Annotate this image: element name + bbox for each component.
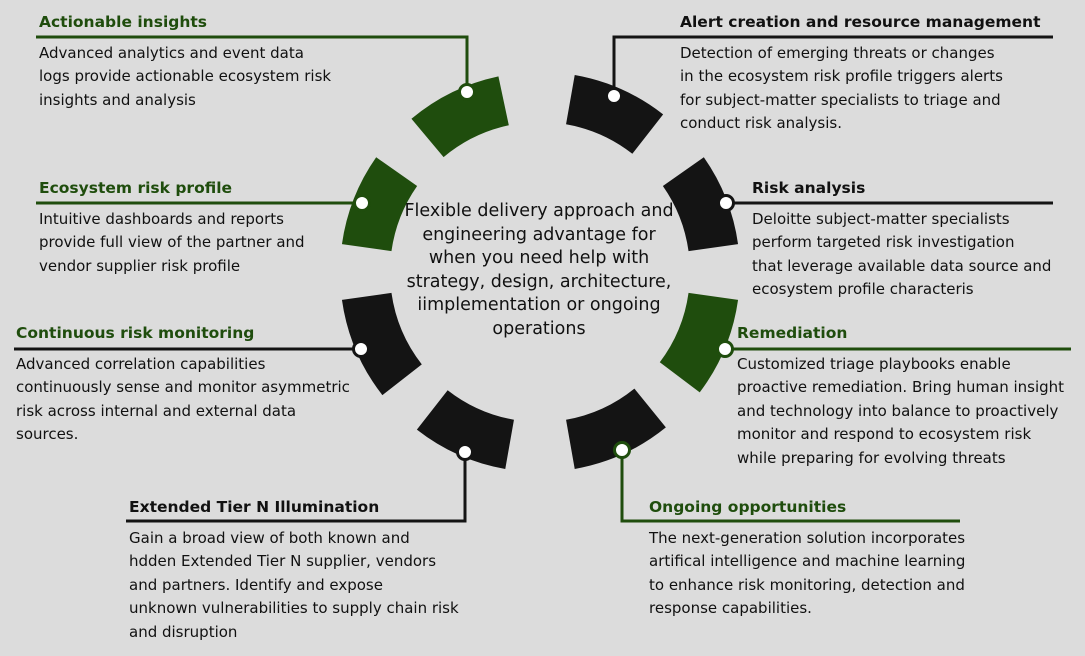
description-line: and partners. Identify and expose bbox=[129, 575, 383, 594]
connector-node-ecosystem-risk-profile bbox=[353, 194, 371, 212]
connector-node-remediation bbox=[716, 340, 734, 358]
description-line: sources. bbox=[16, 425, 79, 444]
ring-segment-remediation bbox=[659, 292, 739, 393]
ring-segment-actionable-insights bbox=[411, 76, 509, 158]
description-line: provide full view of the partner and bbox=[39, 233, 305, 252]
description-line: for subject-matter specialists to triage… bbox=[680, 90, 1001, 109]
block-description: Gain a broad view of both known and hdde… bbox=[129, 527, 459, 644]
description-line: and disruption bbox=[129, 622, 238, 641]
ring-segment-ongoing-opportunities bbox=[566, 388, 666, 469]
description-line: vendor supplier risk profile bbox=[39, 256, 241, 275]
description-line: proactive remediation. Bring human insig… bbox=[737, 378, 1065, 397]
description-line: in the ecosystem risk profile triggers a… bbox=[680, 67, 1003, 86]
block-description: Customized triage playbooks enable proac… bbox=[737, 353, 1064, 470]
description-line: logs provide actionable ecosystem risk bbox=[39, 67, 332, 86]
block-description: The next-generation solution incorporate… bbox=[649, 527, 965, 621]
description-line: conduct risk analysis. bbox=[680, 114, 842, 133]
block-title: Ecosystem risk profile bbox=[39, 179, 233, 197]
connector-line-actionable-insights bbox=[36, 35, 469, 92]
block-alert-creation: Alert creation and resource management D… bbox=[680, 12, 1041, 136]
description-line: Advanced correlation capabilities bbox=[16, 355, 266, 373]
description-line: artifical intelligence and machine learn… bbox=[649, 552, 966, 571]
connector-node-continuous-risk-monitoring bbox=[352, 340, 370, 358]
block-description: Advanced correlation capabilities contin… bbox=[16, 353, 350, 447]
description-line: hdden Extended Tier N supplier, vendors bbox=[129, 552, 437, 571]
description-line: unknown vulnerabilities to supply chain … bbox=[129, 599, 459, 618]
description-line: Intuitive dashboards and reports bbox=[39, 210, 284, 228]
block-remediation: Remediation Customized triage playbooks … bbox=[737, 323, 1064, 470]
connector-node-risk-analysis bbox=[717, 194, 735, 212]
block-title: Actionable insights bbox=[39, 13, 208, 31]
connector-line-alert-creation bbox=[612, 35, 1053, 96]
description-line: that leverage available data source and bbox=[752, 256, 1052, 275]
description-line: response capabilities. bbox=[649, 599, 812, 618]
block-title: Continuous risk monitoring bbox=[16, 324, 255, 342]
block-title: Ongoing opportunities bbox=[649, 498, 847, 516]
ring-segment-continuous-risk-monitoring bbox=[341, 292, 422, 396]
description-line: Customized triage playbooks enable bbox=[737, 355, 1011, 373]
description-line: The next-generation solution incorporate… bbox=[649, 529, 966, 547]
ring-segment-alert-creation bbox=[566, 75, 664, 154]
block-extended-tier-n: Extended Tier N Illumination Gain a broa… bbox=[129, 497, 459, 644]
block-actionable-insights: Actionable insights Advanced analytics a… bbox=[39, 12, 331, 112]
block-title: Remediation bbox=[737, 324, 848, 342]
block-ecosystem-risk-profile: Ecosystem risk profile Intuitive dashboa… bbox=[39, 178, 305, 278]
description-line: Gain a broad view of both known and bbox=[129, 529, 410, 547]
block-continuous-risk-monitoring: Continuous risk monitoring Advanced corr… bbox=[16, 323, 350, 447]
block-title: Extended Tier N Illumination bbox=[129, 498, 380, 516]
block-description: Advanced analytics and event data logs p… bbox=[39, 42, 331, 112]
description-line: Deloitte subject-matter specialists bbox=[752, 210, 1010, 228]
description-line: risk across internal and external data bbox=[16, 401, 297, 420]
description-line: ecosystem profile characteris bbox=[752, 280, 974, 299]
block-description: Detection of emerging threats or changes… bbox=[680, 42, 1041, 136]
block-ongoing-opportunities: Ongoing opportunities The next-generatio… bbox=[649, 497, 965, 621]
block-title: Risk analysis bbox=[752, 179, 866, 197]
description-line: Advanced analytics and event data bbox=[39, 44, 304, 62]
description-line: insights and analysis bbox=[39, 90, 196, 109]
description-line: Detection of emerging threats or changes bbox=[680, 44, 995, 62]
description-line: perform targeted risk investigation bbox=[752, 233, 1015, 252]
connector-node-alert-creation bbox=[605, 87, 623, 105]
description-line: to enhance risk monitoring, detection an… bbox=[649, 575, 965, 594]
connector-node-extended-tier-n bbox=[456, 443, 474, 461]
connector-node-actionable-insights bbox=[458, 83, 476, 101]
ring-segment-extended-tier-n bbox=[416, 390, 514, 469]
block-title: Alert creation and resource management bbox=[680, 13, 1041, 31]
ring-segment-risk-analysis bbox=[662, 157, 739, 252]
connector-line-extended-tier-n bbox=[126, 452, 467, 523]
ring-segment-ecosystem-risk-profile bbox=[341, 157, 418, 252]
center-statement: Flexible delivery approach and engineeri… bbox=[404, 201, 674, 339]
description-line: continuously sense and monitor asymmetri… bbox=[16, 378, 350, 397]
block-risk-analysis: Risk analysis Deloitte subject-matter sp… bbox=[752, 178, 1051, 302]
description-line: while preparing for evolving threats bbox=[737, 448, 1006, 467]
description-line: monitor and respond to ecosystem risk bbox=[737, 425, 1032, 444]
block-description: Deloitte subject-matter specialists perf… bbox=[752, 208, 1051, 302]
block-description: Intuitive dashboards and reports provide… bbox=[39, 208, 305, 278]
description-line: and technology into balance to proactive… bbox=[737, 401, 1059, 420]
connector-node-ongoing-opportunities bbox=[613, 441, 631, 459]
connector-line-ongoing-opportunities bbox=[620, 450, 960, 523]
